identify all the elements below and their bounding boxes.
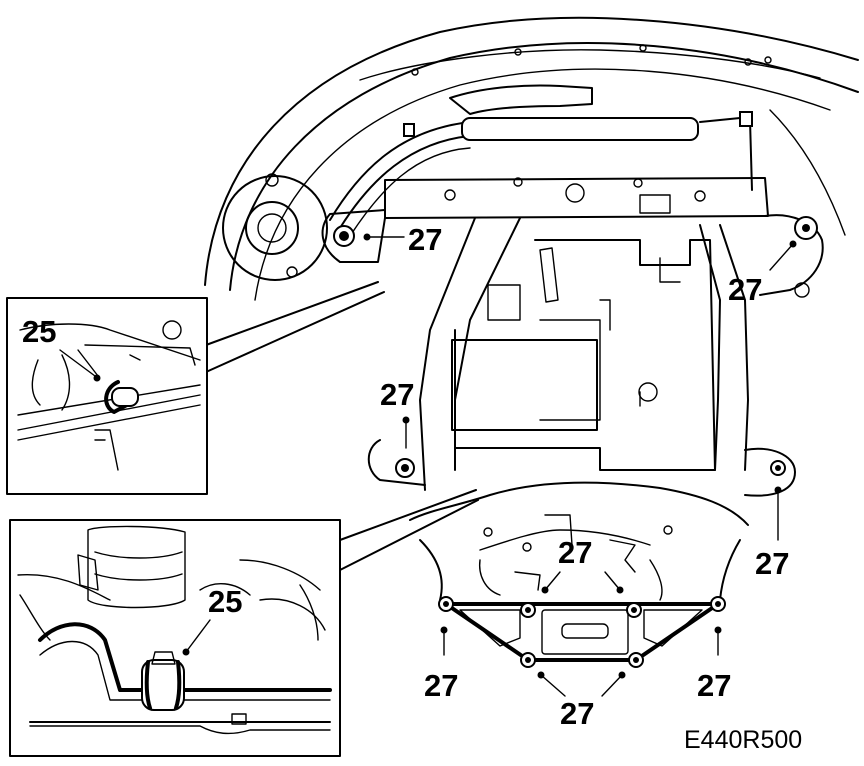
callout-27-mid-left: 27 [380, 377, 414, 412]
engine-block [451, 239, 716, 471]
callout-27-lower-right: 27 [697, 668, 731, 703]
callout-27-lower-left: 27 [424, 668, 458, 703]
lower-subframe [409, 481, 749, 601]
detail-inset-lower: 25 [9, 489, 479, 757]
crossmember [321, 177, 824, 497]
callout-labels: 27 27 27 27 27 27 27 27 [380, 222, 789, 731]
callout-27-upper-right: 27 [728, 272, 762, 307]
callout-27-bottom: 27 [560, 696, 594, 731]
figure-code: E440R500 [684, 726, 802, 754]
detail-inset-upper: 25 [6, 281, 385, 495]
callout-25-lower: 25 [208, 584, 242, 619]
vehicle-body-outline [204, 16, 859, 301]
front-plate [438, 596, 726, 668]
callout-27-upper-left: 27 [408, 222, 442, 257]
callout-27-center: 27 [558, 535, 592, 570]
callout-25-upper: 25 [22, 314, 56, 349]
radiator-pipes [329, 84, 753, 237]
strut-mount [222, 173, 328, 281]
callout-27-mid-right: 27 [755, 546, 789, 581]
callout-leaders [363, 233, 797, 697]
